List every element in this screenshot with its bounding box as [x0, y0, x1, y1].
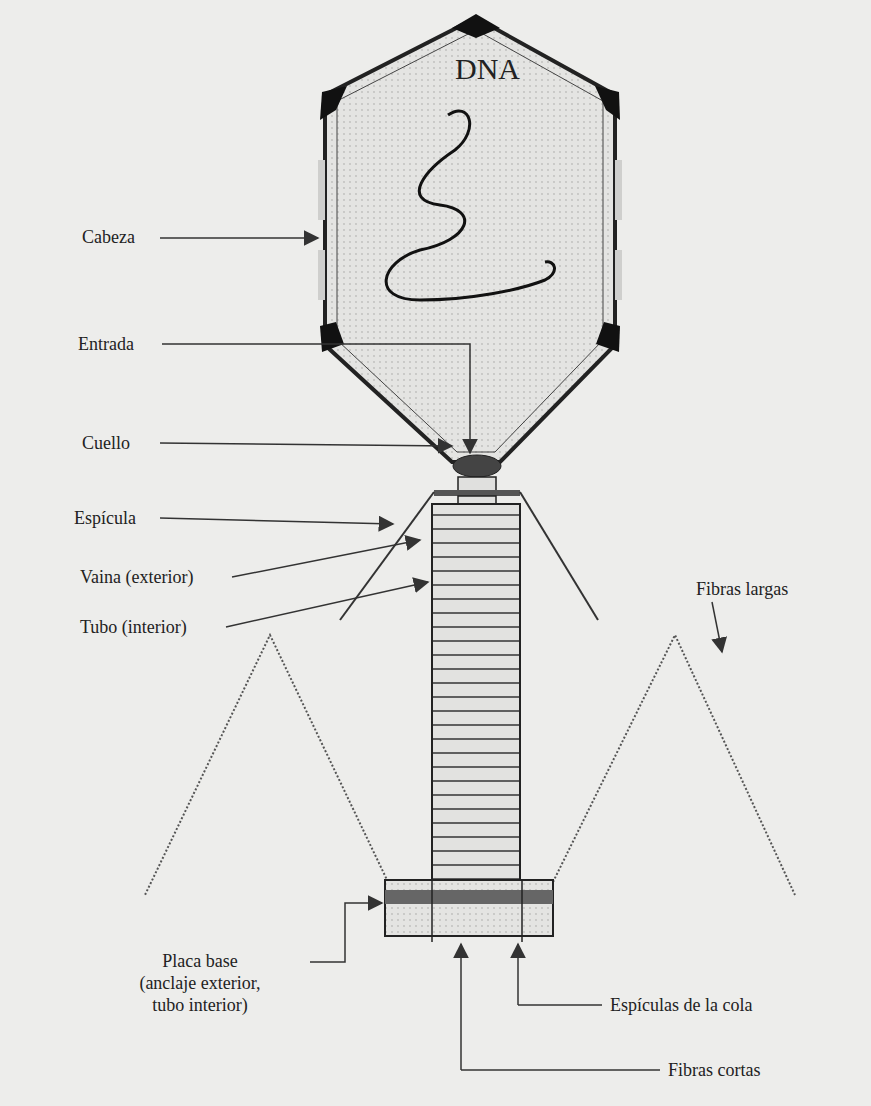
whisker — [520, 492, 598, 620]
tail-pin — [431, 880, 433, 942]
part-label: Cuello — [82, 432, 130, 454]
tail-pin — [521, 880, 523, 942]
part-label: Entrada — [78, 333, 134, 355]
long-fibre — [145, 635, 388, 895]
dna-strand — [386, 111, 554, 300]
part-label: Cabeza — [82, 226, 135, 248]
baseplate-band — [385, 890, 553, 904]
part-label: Fibras cortas — [668, 1059, 760, 1081]
neck-lower — [458, 496, 496, 504]
entry-collar — [453, 455, 501, 477]
part-label: Fibras largas — [696, 578, 788, 600]
whisker — [340, 492, 434, 620]
part-label: Espículas de la cola — [610, 994, 752, 1016]
neck — [458, 477, 496, 491]
part-label: Tubo (interior) — [80, 616, 187, 638]
dna-label: DNA — [455, 50, 520, 87]
baseplate — [385, 880, 553, 936]
long-fibre — [553, 635, 795, 895]
part-label: Placa base (anclaje exterior, tubo inter… — [139, 950, 261, 1016]
tail-sheath — [432, 504, 520, 880]
part-label: Espícula — [74, 507, 136, 529]
leader-lines — [160, 238, 722, 1070]
collar-plate — [434, 490, 520, 496]
part-label: Vaina (exterior) — [80, 566, 193, 588]
